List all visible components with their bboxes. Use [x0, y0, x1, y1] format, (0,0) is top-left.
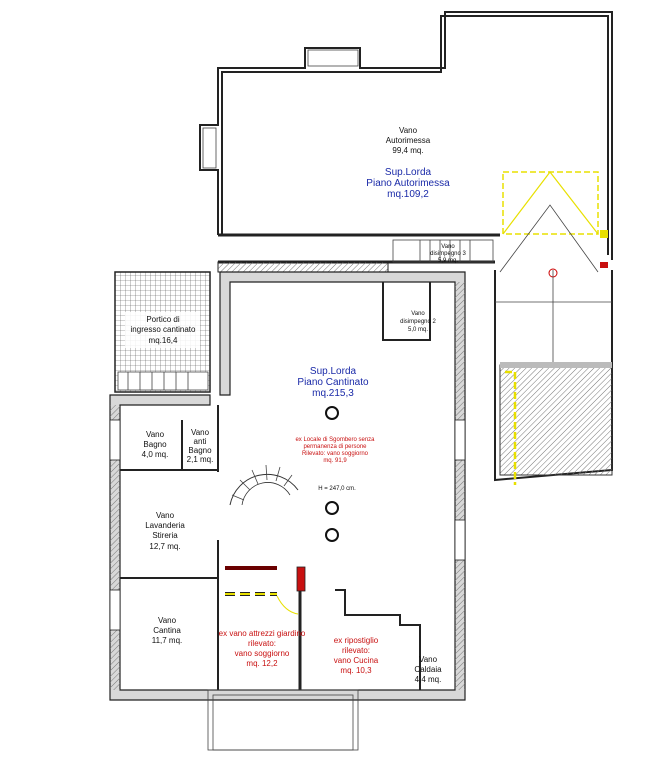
lavanderia-room: Vano [156, 511, 175, 520]
attrezzi-line2: rilevato: [248, 639, 276, 648]
cantinato-sup-name: Piano Cantinato [297, 377, 369, 388]
label-attrezzi: ex vano attrezzi giardino rilevato: vano… [219, 629, 306, 668]
attrezzi-area: mq. 12,2 [246, 659, 278, 668]
disimpegno2-room: Vano [411, 311, 425, 317]
sgombero-line1: ex Locale di Sgombero senza [295, 437, 375, 443]
garage-sup-title: Sup.Lorda [385, 167, 432, 178]
cantinato-sup-title: Sup.Lorda [310, 366, 357, 377]
portico-area: mq.16,4 [149, 336, 178, 345]
lavanderia-name2: Stireria [152, 531, 178, 540]
bagno-area: 4,0 mq. [142, 450, 169, 459]
cantina-area: 11,7 mq. [152, 636, 183, 645]
cantina-room: Vano [158, 616, 177, 625]
garage-sup-name: Piano Autorimessa [366, 178, 450, 189]
antibagno-name2: Bagno [188, 446, 212, 455]
disimpegno2-area: 5,0 mq. [408, 327, 428, 333]
sgombero-area: mq. 91,9 [323, 458, 347, 464]
label-lavanderia: Vano Lavanderia Stireria 12,7 mq. [145, 511, 185, 551]
label-portico: Portico di ingresso cantinato mq.16,4 [125, 312, 200, 348]
disimpegno3-room: Vano [441, 244, 455, 250]
caldaia-name: Caldaia [414, 665, 442, 674]
sgombero-line2: permanenza di persone [303, 444, 367, 450]
label-disimpegno2: Vano disimpegno 2 5,0 mq. [400, 311, 436, 333]
garage-room: Vano [399, 126, 418, 135]
attrezzi-line3: vano soggiorno [235, 649, 290, 658]
ripostiglio-line1: ex ripostiglio [334, 636, 379, 645]
garage-door-marking [499, 171, 608, 278]
attrezzi-line1: ex vano attrezzi giardino [219, 629, 306, 638]
ceiling-height: H = 247,0 cm. [318, 486, 356, 492]
antibagno-name1: anti [194, 437, 207, 446]
cantinato-sup-area: mq.215,3 [312, 388, 354, 399]
basement-walls [109, 271, 466, 751]
garage-walls [199, 11, 613, 273]
bagno-room: Vano [146, 430, 165, 439]
caldaia-room: Vano [419, 655, 438, 664]
label-cantina: Vano Cantina 11,7 mq. [152, 616, 183, 645]
ripostiglio-line3: vano Cucina [334, 656, 379, 665]
label-garage: Vano Autorimessa 99,4 mq. Sup.Lorda Pian… [366, 126, 450, 200]
spiral-staircase [229, 464, 299, 506]
portico-line1: Portico di [146, 315, 180, 324]
ripostiglio-line2: rilevato: [342, 646, 370, 655]
lavanderia-name1: Lavanderia [145, 521, 185, 530]
sgombero-line3: Rilevato: vano soggiorno [302, 451, 369, 457]
antibagno-area: 2,1 mq. [187, 455, 214, 464]
lavanderia-area: 12,7 mq. [149, 542, 180, 551]
portico-line2: ingresso cantinato [131, 325, 196, 334]
staircase-garage [419, 240, 471, 262]
disimpegno3-name: disimpegno 3 [430, 251, 466, 257]
label-sgombero: ex Locale di Sgombero senza permanenza d… [295, 437, 375, 464]
label-bagno: Vano Bagno 4,0 mq. [142, 430, 169, 459]
label-cantinato: Sup.Lorda Piano Cantinato mq.215,3 [297, 366, 369, 399]
garage-name: Autorimessa [386, 136, 431, 145]
garage-sup-area: mq.109,2 [387, 189, 429, 200]
label-ripostiglio: ex ripostiglio rilevato: vano Cucina mq.… [334, 636, 379, 675]
bagno-name: Bagno [143, 440, 167, 449]
label-disimpegno3: Vano disimpegno 3 5,9 mq. [430, 244, 466, 264]
garage-area: 99,4 mq. [392, 146, 423, 155]
label-caldaia: Vano Caldaia 4,4 mq. [414, 655, 442, 684]
antibagno-room: Vano [191, 428, 210, 437]
ripostiglio-area: mq. 10,3 [340, 666, 372, 675]
column-icon [325, 406, 339, 542]
disimpegno3-area: 5,9 mq. [438, 258, 458, 264]
label-antibagno: Vano anti Bagno 2,1 mq. [187, 428, 214, 464]
caldaia-area: 4,4 mq. [415, 675, 442, 684]
disimpegno2-name: disimpegno 2 [400, 319, 436, 325]
ramp-strip [494, 270, 613, 485]
cantina-name: Cantina [153, 626, 181, 635]
